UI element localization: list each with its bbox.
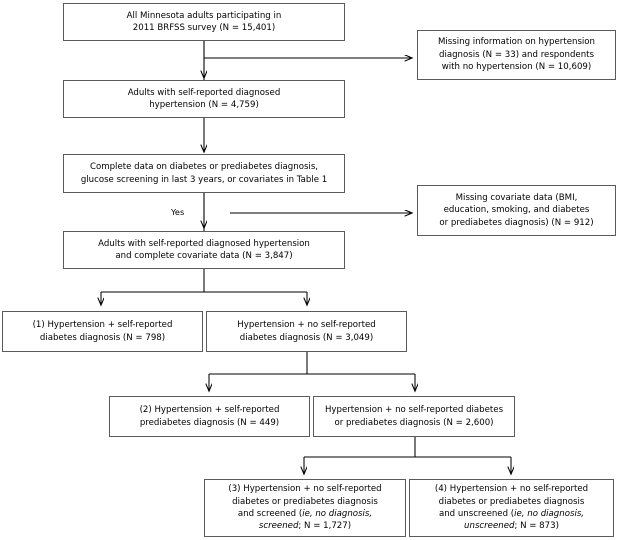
node-group-3-line3-italic: ie, no diagnosis, [302, 509, 373, 519]
node-no-diabetes-no-prediabetes-label: Hypertension + no self-reported diabetes… [324, 405, 504, 428]
node-group-3-line4-post: ; N = 1,727) [298, 521, 352, 532]
node-analytic-sample: Adults with self-reported diagnosed hype… [63, 231, 345, 269]
node-excluded-hypertension-label: Missing information on hypertension diag… [437, 37, 596, 73]
node-group-2-prediabetes-label: (2) Hypertension + self-reported prediab… [139, 405, 280, 428]
node-analytic-sample-label: Adults with self-reported diagnosed hype… [98, 238, 310, 261]
node-excluded-covariates: Missing covariate data (BMI, education, … [417, 185, 616, 236]
node-all-adults: All Minnesota adults participating in 20… [63, 3, 345, 41]
node-group-3-line3-pre: and screened ( [237, 509, 303, 519]
node-group-3-line2: diabetes or prediabetes diagnosis [232, 496, 378, 507]
node-self-reported-hypertension-label: Adults with self-reported diagnosed hype… [127, 87, 281, 110]
node-group-1-diabetes-label: (1) Hypertension + self-reported diabete… [32, 320, 173, 343]
node-excluded-hypertension: Missing information on hypertension diag… [417, 30, 616, 80]
node-group-4-line4-italic: unscreened [464, 521, 515, 532]
node-group-4-line2: diabetes or prediabetes diagnosis [438, 496, 585, 507]
node-group-4-line3-italic: ie, no diagnosis, [514, 509, 585, 519]
node-excluded-covariates-label: Missing covariate data (BMI, education, … [439, 192, 594, 228]
node-group-3-line4-italic: screened [258, 521, 299, 532]
node-no-diabetes: Hypertension + no self-reported diabetes… [206, 311, 407, 352]
node-group-1-diabetes: (1) Hypertension + self-reported diabete… [2, 311, 203, 352]
node-group-3-line1: (3) Hypertension + no self-reported [228, 484, 382, 495]
node-group-2-prediabetes: (2) Hypertension + self-reported prediab… [109, 396, 310, 437]
node-all-adults-label: All Minnesota adults participating in 20… [126, 10, 282, 33]
node-group-4-line4-post: ; N = 873) [514, 521, 559, 532]
edge-label-yes: Yes [170, 207, 186, 217]
node-group-4-line1: (4) Hypertension + no self-reported [434, 484, 589, 495]
node-no-diabetes-no-prediabetes: Hypertension + no self-reported diabetes… [313, 396, 515, 437]
node-self-reported-hypertension: Adults with self-reported diagnosed hype… [63, 80, 345, 118]
node-complete-data-decision-label: Complete data on diabetes or prediabetes… [80, 162, 328, 185]
node-group-4-line3-pre: and unscreened ( [438, 509, 515, 519]
node-no-diabetes-label: Hypertension + no self-reported diabetes… [237, 320, 376, 343]
node-complete-data-decision: Complete data on diabetes or prediabetes… [63, 154, 345, 193]
